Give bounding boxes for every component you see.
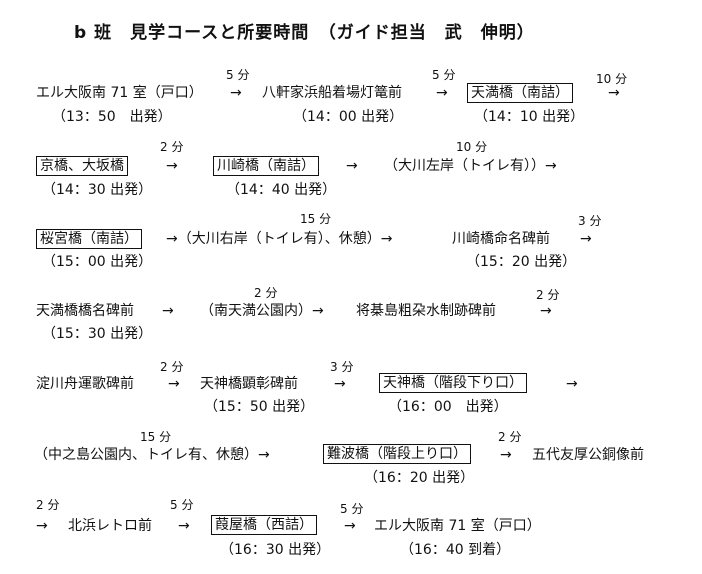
time-label: （15：30 出発） xyxy=(42,326,153,342)
stop-label: 川崎橋命名碑前 xyxy=(452,231,550,247)
duration-label: 5 分 xyxy=(340,502,364,516)
time-label: （16：30 出発） xyxy=(220,542,331,558)
stop-label-boxed: 葭屋橋（西詰） xyxy=(211,515,317,535)
duration-label: 2 分 xyxy=(536,288,560,302)
route-arrow: → xyxy=(334,376,346,392)
duration-label: 3 分 xyxy=(578,214,602,228)
duration-label: 5 分 xyxy=(432,68,456,82)
duration-label: 5 分 xyxy=(170,498,194,512)
stop-label-boxed: 京橋、大坂橋 xyxy=(36,156,128,176)
time-label: （14：10 出発） xyxy=(474,109,585,125)
time-label: （16：20 出発） xyxy=(364,470,475,486)
duration-label: 5 分 xyxy=(226,68,250,82)
duration-label: 3 分 xyxy=(330,360,354,374)
route-arrow: → xyxy=(580,231,592,247)
route-arrow: → xyxy=(344,518,356,534)
duration-label: 2 分 xyxy=(498,430,522,444)
time-label: （16：40 到着） xyxy=(400,542,511,558)
stop-label-boxed: 桜宮橋（南詰） xyxy=(36,229,142,249)
time-label: （15：20 出発） xyxy=(466,254,577,270)
route-arrow: → xyxy=(540,303,552,319)
stop-label: 五代友厚公銅像前 xyxy=(532,447,644,463)
stop-label: 天神橋顕彰碑前 xyxy=(200,376,298,392)
stop-label-boxed: 難波橋（階段上り口） xyxy=(323,444,471,464)
stop-label-boxed: 川崎橋（南詰） xyxy=(213,156,319,176)
route-arrow: → xyxy=(168,376,180,392)
duration-label: 2 分 xyxy=(160,140,184,154)
route-arrow: → xyxy=(608,85,620,101)
stop-label: →（大川右岸（トイレ有）、休憩）→ xyxy=(166,231,393,247)
time-label: （14：40 出発） xyxy=(226,182,337,198)
duration-label: 15 分 xyxy=(300,212,332,226)
route-arrow: → xyxy=(500,447,512,463)
duration-label: 2 分 xyxy=(160,360,184,374)
route-arrow: → xyxy=(346,158,358,174)
stop-label-boxed: 天満橋（南詰） xyxy=(467,83,573,103)
route-arrow: → xyxy=(166,158,178,174)
stop-label: 将棊島粗朶水制跡碑前 xyxy=(356,303,496,319)
time-label: （14：00 出発） xyxy=(293,109,404,125)
route-arrow: → xyxy=(162,303,174,319)
time-label: （16：00 出発） xyxy=(388,399,508,415)
duration-label: 2 分 xyxy=(36,498,60,512)
duration-label: 10 分 xyxy=(456,140,488,154)
stop-label: （中之島公園内、トイレ有、休憩）→ xyxy=(34,447,270,463)
page-title: b 班 見学コースと所要時間 （ガイド担当 武 伸明） xyxy=(74,23,535,43)
route-arrow: → xyxy=(566,376,578,392)
time-label: （15：00 出発） xyxy=(42,254,153,270)
duration-label: 10 分 xyxy=(596,72,628,86)
stop-label: 八軒家浜船着場灯篭前 xyxy=(262,85,402,101)
time-label: （13：50 出発） xyxy=(52,109,172,125)
duration-label: 2 分 xyxy=(254,286,278,300)
time-label: （14：30 出発） xyxy=(42,182,153,198)
stop-label-boxed: 天神橋（階段下り口） xyxy=(379,373,527,393)
route-arrow: → xyxy=(178,518,190,534)
route-arrow: → xyxy=(230,85,242,101)
duration-label: 15 分 xyxy=(140,430,172,444)
stop-label: 天満橋橋名碑前 xyxy=(36,303,134,319)
route-arrow: → xyxy=(436,85,448,101)
time-label: （15：50 出発） xyxy=(204,399,315,415)
stop-label: （大川左岸（トイレ有））→ xyxy=(384,158,557,174)
stop-label: エル大阪南 71 室（戸口） xyxy=(374,518,541,534)
stop-label: 淀川舟運歌碑前 xyxy=(36,376,134,392)
stop-label: 北浜レトロ前 xyxy=(68,518,152,534)
stop-label: エル大阪南 71 室（戸口） xyxy=(36,85,203,101)
route-arrow: → xyxy=(36,518,48,534)
stop-label: （南天満公園内）→ xyxy=(200,303,324,319)
